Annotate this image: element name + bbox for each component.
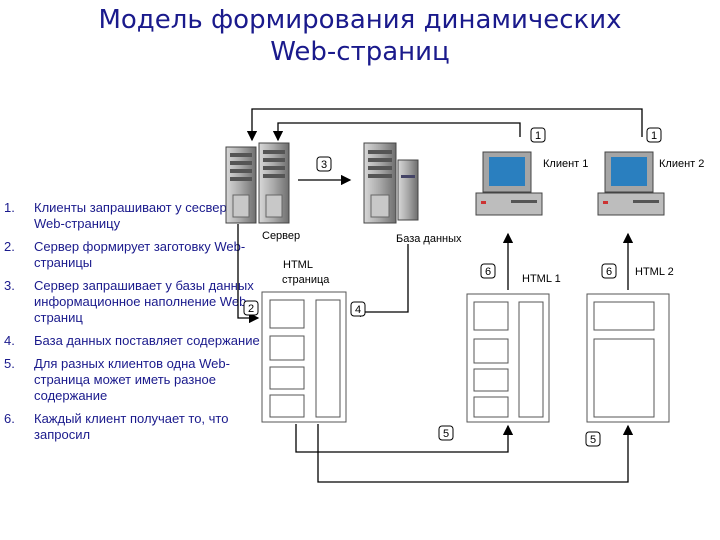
client-1-computer-icon xyxy=(475,151,543,216)
badge-text: 3 xyxy=(321,159,327,171)
step-item: 6. Каждый клиент получает то, что запроси… xyxy=(4,411,266,443)
html-2-label: HTML 2 xyxy=(635,266,674,278)
step-number: 4. xyxy=(4,333,15,348)
step-text: База данных поставляет содержание xyxy=(34,333,260,348)
step-badge: 4 xyxy=(350,301,366,317)
step-text: Клиенты запрашивают у сесвера Web-страни… xyxy=(34,200,234,231)
server-icon xyxy=(225,142,290,224)
step-text: Каждый клиент получает то, что запросил xyxy=(34,411,229,442)
client-2-computer-icon xyxy=(597,151,665,216)
badge-text: 4 xyxy=(355,304,361,316)
database-icon xyxy=(363,142,419,224)
distribute-arrow-2 xyxy=(317,424,634,483)
distribute-arrow-1 xyxy=(295,424,514,453)
database-label: База данных xyxy=(396,233,462,245)
template-arrow xyxy=(237,224,260,324)
page-title: Модель формирования динамических Web-стр… xyxy=(0,4,720,68)
step-badge: 1 xyxy=(646,127,662,143)
step-badge: 3 xyxy=(316,156,332,172)
badge-text: 1 xyxy=(651,130,657,142)
step-number: 6. xyxy=(4,411,15,426)
badge-text: 6 xyxy=(485,266,491,278)
client-2-label: Клиент 2 xyxy=(659,158,704,170)
step-badge: 5 xyxy=(438,425,454,441)
badge-text: 2 xyxy=(248,303,254,315)
step-text: Для разных клиентов одна Web-страница мо… xyxy=(34,356,230,403)
client-1-label: Клиент 1 xyxy=(543,158,588,170)
step-number: 5. xyxy=(4,356,15,371)
step-badge: 2 xyxy=(243,300,259,316)
step-number: 1. xyxy=(4,200,15,215)
html-page-label-line-1: HTML xyxy=(283,259,313,271)
step-item: 2. Сервер формирует заготовку Web-страниц… xyxy=(4,239,266,271)
step-item: 3. Сервер запрашивает у базы данных инфор… xyxy=(4,278,266,326)
content-arrow xyxy=(350,244,409,318)
html-1-label: HTML 1 xyxy=(522,273,561,285)
step-number: 2. xyxy=(4,239,15,254)
badge-text: 6 xyxy=(606,266,612,278)
html-2-page xyxy=(586,293,670,423)
server-label: Сервер xyxy=(262,230,300,242)
html-template-page xyxy=(261,291,347,423)
step-item: 1. Клиенты запрашивают у сесвера Web-стра… xyxy=(4,200,266,232)
step-badge: 1 xyxy=(530,127,546,143)
step-text: Сервер запрашивает у базы данных информа… xyxy=(34,278,254,325)
step-number: 3. xyxy=(4,278,15,293)
step-badge: 5 xyxy=(585,431,601,447)
badge-text: 1 xyxy=(535,130,541,142)
badge-text: 5 xyxy=(590,434,596,446)
step-text: Сервер формирует заготовку Web-страницы xyxy=(34,239,246,270)
html-1-page xyxy=(466,293,550,423)
request-arrows xyxy=(246,108,643,142)
step-badge: 6 xyxy=(480,263,496,279)
step-badge: 6 xyxy=(601,263,617,279)
step-item: 4. База данных поставляет содержание xyxy=(4,333,266,349)
html-page-label-line-2: страница xyxy=(282,274,330,286)
step-item: 5. Для разных клиентов одна Web-страница … xyxy=(4,356,266,404)
title-line-1: Модель формирования динамических xyxy=(98,5,622,35)
badge-text: 5 xyxy=(443,428,449,440)
title-line-2: Web-страниц xyxy=(270,37,450,67)
steps-list: 1. Клиенты запрашивают у сесвера Web-стра… xyxy=(4,200,266,450)
